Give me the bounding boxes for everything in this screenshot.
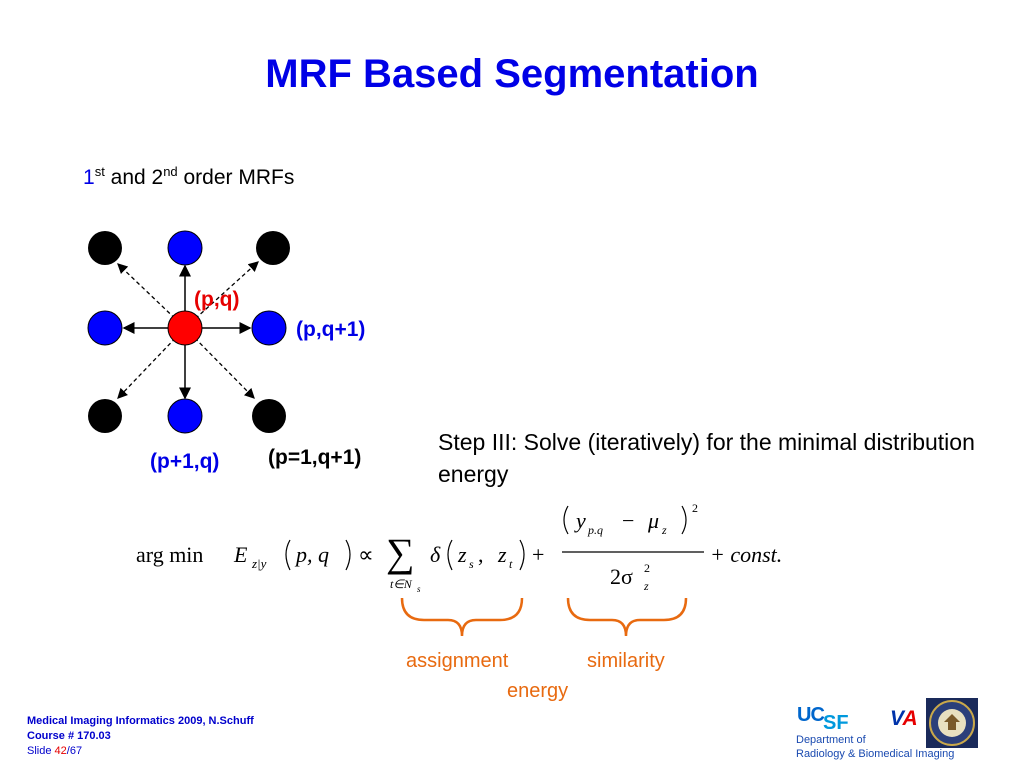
eq-num-y-sub: p.q	[587, 523, 603, 537]
eq-mu-sub: z	[661, 523, 667, 537]
slide-prefix: Slide	[27, 745, 55, 757]
footer-slide: Slide 42/67	[27, 744, 254, 759]
eq-num-y: y	[574, 508, 586, 533]
footer-line1: Medical Imaging Informatics 2009, N.Schu…	[27, 715, 254, 727]
slide-total: /67	[66, 745, 83, 757]
eq-z2: z	[497, 542, 507, 567]
eq-tail: + const.	[710, 542, 782, 567]
department-text: Department of Radiology & Biomedical Ima…	[796, 733, 954, 761]
step-text: Step III: Solve (iteratively) for the mi…	[438, 429, 975, 487]
eq-paren-r3	[681, 505, 687, 535]
eq-mu: μ	[647, 508, 659, 533]
eq-comma: ,	[478, 542, 484, 567]
node-black-lr	[252, 399, 286, 433]
label-energy: energy	[507, 680, 569, 702]
eq-args: p, q	[294, 542, 329, 567]
dept-line2: Radiology & Biomedical Imaging	[796, 748, 955, 760]
label-center: (p,q)	[194, 288, 240, 311]
eq-delta: δ	[430, 542, 441, 567]
label-similarity: similarity	[587, 650, 665, 672]
brace-similarity	[566, 597, 688, 637]
eq-den-sub: z	[643, 579, 649, 593]
footer: Medical Imaging Informatics 2009, N.Schu…	[27, 714, 254, 759]
eq-paren-r1	[345, 539, 351, 571]
eq-E: E	[233, 542, 248, 567]
eq-paren-r2	[519, 539, 525, 571]
label-bottom: (p+1,q)	[150, 450, 220, 473]
eq-paren-l3	[563, 505, 569, 535]
label-assignment: assignment	[406, 650, 509, 672]
label-diagonal: (p=1,q+1)	[268, 446, 362, 469]
eq-sum: ∑	[386, 530, 415, 575]
eq-z1-sub: s	[469, 557, 474, 571]
subtitle-end: order MRFs	[177, 166, 295, 189]
label-right: (p,q+1)	[296, 318, 366, 341]
eq-prop: ∝	[358, 542, 374, 567]
eq-paren-l1	[285, 539, 291, 571]
va-seal-icon	[926, 698, 978, 748]
subtitle-mid: and 2	[104, 166, 164, 189]
eq-den-sup: 2	[644, 561, 650, 575]
energy-equation: arg min E z|y p, q ∝ ∑ t∈N s δ z s , z t…	[136, 501, 782, 594]
ucsf-logo-sf: SF	[823, 712, 849, 734]
eq-z1: z	[457, 542, 467, 567]
brace-assignment	[400, 597, 524, 637]
subtitle: 1st and 2nd order MRFs	[83, 164, 294, 190]
node-blue-down	[167, 398, 203, 434]
eq-plus: +	[532, 542, 544, 567]
subtitle-sup-nd: nd	[163, 164, 178, 179]
eq-sum-sub: t∈N	[390, 577, 413, 591]
node-black-ll	[88, 399, 122, 433]
eq-paren-l2	[447, 539, 453, 571]
eq-minus: −	[622, 508, 634, 533]
va-logo-a: A	[902, 707, 918, 730]
node-blue-right	[251, 310, 287, 346]
footer-line2: Course # 170.03	[27, 730, 111, 742]
node-center	[167, 310, 203, 346]
ucsf-logo-uc: UC	[797, 704, 825, 726]
va-logo-v: V	[890, 707, 903, 730]
eq-pow: 2	[692, 501, 698, 515]
eq-E-sub: z|y	[251, 556, 267, 571]
node-black-ur	[256, 231, 290, 265]
node-blue-left	[87, 310, 123, 346]
va-logo: VA	[890, 707, 918, 731]
slide-title: MRF Based Segmentation	[265, 52, 759, 96]
eq-sum-sub-s: s	[417, 584, 421, 594]
eq-den: 2σ	[610, 564, 633, 589]
node-blue-up	[167, 230, 203, 266]
dept-line1: Department of	[796, 734, 866, 746]
slide-number: 42	[54, 745, 67, 757]
subtitle-first: 1	[83, 166, 95, 189]
subtitle-sup-st: st	[94, 164, 105, 179]
eq-argmin: arg min	[136, 542, 203, 567]
node-black-ul	[88, 231, 122, 265]
eq-z2-sub: t	[509, 557, 513, 571]
